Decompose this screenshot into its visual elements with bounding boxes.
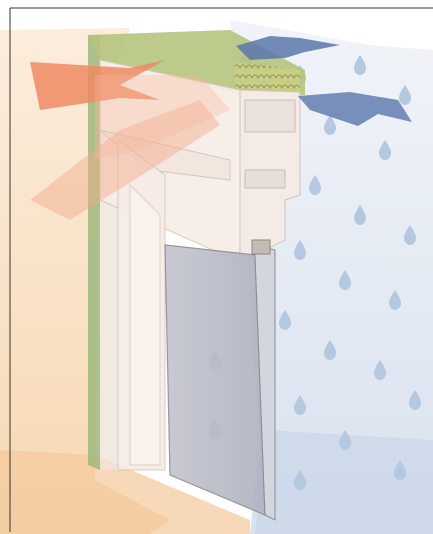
frame-profile-lower xyxy=(245,170,285,188)
frame-jamb-inner xyxy=(130,185,160,465)
glass-pane xyxy=(165,245,265,515)
frame-profile-chamber xyxy=(245,100,295,132)
head-glazing-bead xyxy=(252,240,270,254)
